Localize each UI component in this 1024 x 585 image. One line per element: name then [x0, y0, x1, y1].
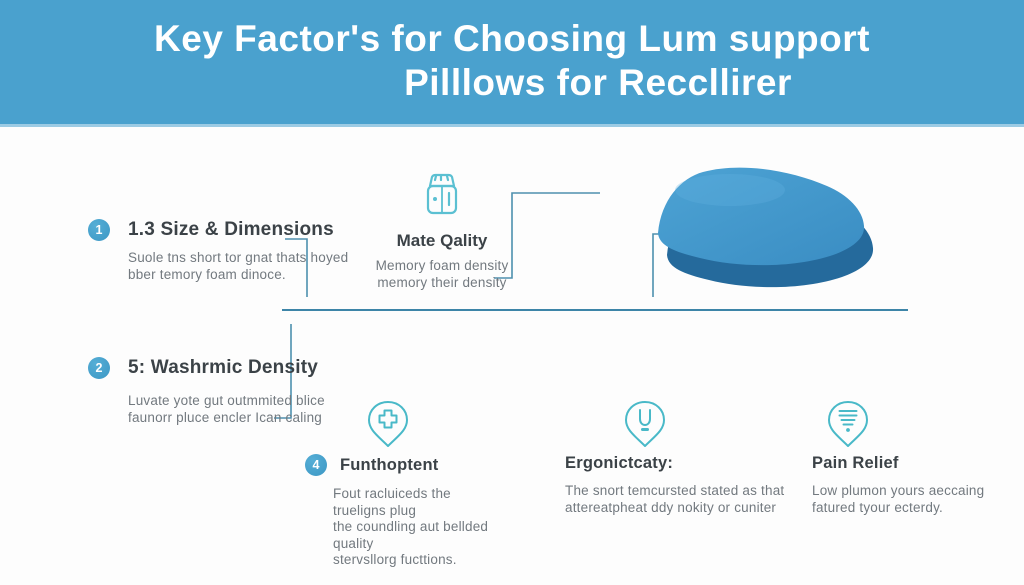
factor-size-title: 1.3 Size & Dimensions [128, 219, 334, 240]
factor-support-desc-line1: Fout racluiceds the trueligns plug [333, 486, 451, 518]
factor-material-desc-line2: memory their density [377, 274, 507, 290]
pillow-graphic [658, 167, 874, 288]
pin-u-icon [623, 398, 667, 450]
factor-ergonomics: Ergonictcaty: The snort temcursted state… [565, 454, 795, 516]
page-title-line1: Key Factor's for Choosing Lum support [154, 18, 870, 59]
factor-material-title: Mate Qality [396, 231, 488, 250]
factor-number-badge: 2 [88, 357, 110, 379]
page-title-line2: Pilllows for Reccllirer [404, 62, 792, 103]
factor-pain-relief: Pain Relief Low plumon yours aeccaing fa… [812, 454, 1012, 516]
factor-support-desc-line2: the coundling aut bellded quality [333, 519, 489, 551]
factor-pain-relief-title: Pain Relief [812, 454, 899, 472]
factor-material-quality: Mate Qality Memory foam density memory t… [372, 170, 512, 291]
factor-support-functions: 4 Funthoptent Fout racluiceds the trueli… [305, 454, 505, 569]
factor-number-badge: 1 [88, 219, 110, 241]
jar-icon [420, 170, 464, 220]
lumbar-pillow-illustration [645, 158, 910, 308]
factor-density-desc-line2: faunorr pluce encler Ican caling [128, 409, 323, 425]
factor-ergonomics-desc-line1: The snort temcursted stated as that [565, 483, 785, 498]
pin-cross-icon [366, 398, 410, 450]
header-banner: Key Factor's for Choosing Lum support Pi… [0, 0, 1024, 127]
factor-density-title: 5: Washrmic Density [128, 357, 318, 378]
factor-size-dimensions: 1 1.3 Size & Dimensions Suole tns short … [88, 219, 348, 283]
factor-pain-relief-desc-line1: Low plumon yours aeccaing [812, 483, 985, 498]
factor-support-desc-line3: stervsllorg fucttions. [333, 552, 457, 567]
factor-number-badge: 4 [305, 454, 327, 476]
pin-lines-icon [826, 398, 870, 450]
factor-ergonomics-title: Ergonictcaty: [565, 454, 674, 472]
factor-washable-density: 2 5: Washrmic Density Luvate yote gut ou… [88, 357, 325, 426]
factor-size-desc-line1: Suole tns short tor gnat thats hoyed [128, 250, 349, 265]
factor-density-desc-line1: Luvate yote gut outmmited blice [128, 393, 325, 408]
factor-support-title: Funthoptent [340, 455, 439, 474]
factor-pain-relief-desc-line2: fatured tyour ecterdy. [812, 499, 943, 515]
factor-size-desc-line2: bber temory foam dinoce. [128, 266, 286, 282]
factor-material-desc-line1: Memory foam density [375, 258, 509, 273]
page-title: Key Factor's for Choosing Lum support Pi… [0, 0, 1024, 105]
factor-ergonomics-desc-line2: attereatpheat ddy nokity or cuniter [565, 499, 777, 515]
